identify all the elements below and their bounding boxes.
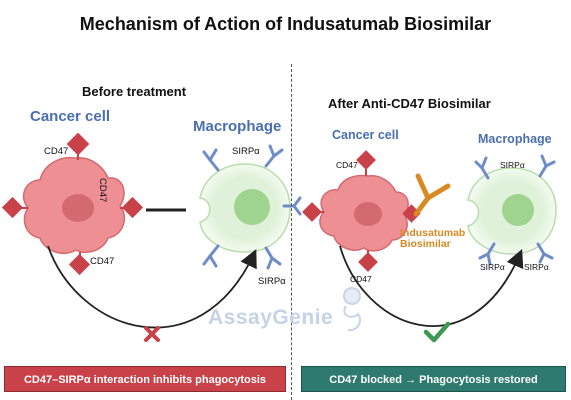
phagocytosis-arrow-right	[339, 245, 524, 327]
genie-logo-icon	[343, 287, 362, 332]
before-treatment-heading: Before treatment	[82, 84, 187, 99]
cd47-receptors-left	[1, 132, 144, 276]
assaygenie-watermark: AssayGenie	[208, 306, 334, 329]
banner-inhibits-phagocytosis: CD47–SIRPα interaction inhibits phagocyt…	[4, 366, 286, 392]
cancer-cell-label-left: Cancer cell	[30, 108, 111, 125]
sirpa-receptors-left	[202, 144, 302, 270]
macrophage-nucleus-right	[502, 194, 534, 226]
sirpa-label-right-bottom-left: SIRPα	[480, 262, 505, 272]
cancer-cell-label-right: Cancer cell	[332, 128, 399, 142]
macrophage-left	[199, 163, 291, 253]
cancer-cell-left	[22, 156, 126, 254]
drug-label-line1: Indusatumab	[400, 227, 466, 239]
sirpa-label-right-top: SIRPα	[500, 160, 525, 170]
banner-phagocytosis-restored: CD47 blocked → Phagocytosis restored	[301, 366, 566, 392]
indusatumab-antibody	[413, 173, 451, 217]
drug-label-line2: Biosimilar	[400, 238, 451, 250]
sirpa-label-left-top: SIRPα	[232, 146, 260, 157]
sirpa-receptors-right	[474, 154, 556, 266]
cancer-nucleus-left	[62, 194, 94, 222]
macrophage-nucleus-left	[234, 189, 270, 225]
cd47-receptors-right	[302, 150, 421, 272]
cd47-label-left-side: CD47	[97, 178, 108, 203]
cd47-label-right-top: CD47	[336, 160, 358, 170]
cancer-cell-right	[319, 174, 409, 252]
page-title: Mechanism of Action of Indusatumab Biosi…	[79, 14, 492, 34]
macrophage-label-left: Macrophage	[193, 118, 282, 135]
panel-divider	[291, 64, 292, 400]
red-x-icon	[144, 326, 160, 342]
cd47-label-left-bottom: CD47	[90, 256, 115, 267]
green-check-icon	[423, 321, 451, 343]
indusatumab-biosimilar-label: Indusatumab Biosimilar	[400, 228, 465, 250]
macrophage-label-right: Macrophage	[478, 132, 552, 146]
sirpa-label-right-bottom-right: SIRPα	[524, 262, 549, 272]
phagocytosis-arrow-left	[47, 245, 257, 329]
sirpa-label-left-bottom: SIRPα	[258, 276, 286, 287]
macrophage-right	[467, 167, 557, 255]
cd47-label-right-bottom: CD47	[350, 274, 372, 284]
after-treatment-heading: After Anti-CD47 Biosimilar	[328, 96, 491, 111]
cd47-label-left-top: CD47	[44, 146, 69, 157]
cancer-nucleus-right	[354, 202, 382, 226]
